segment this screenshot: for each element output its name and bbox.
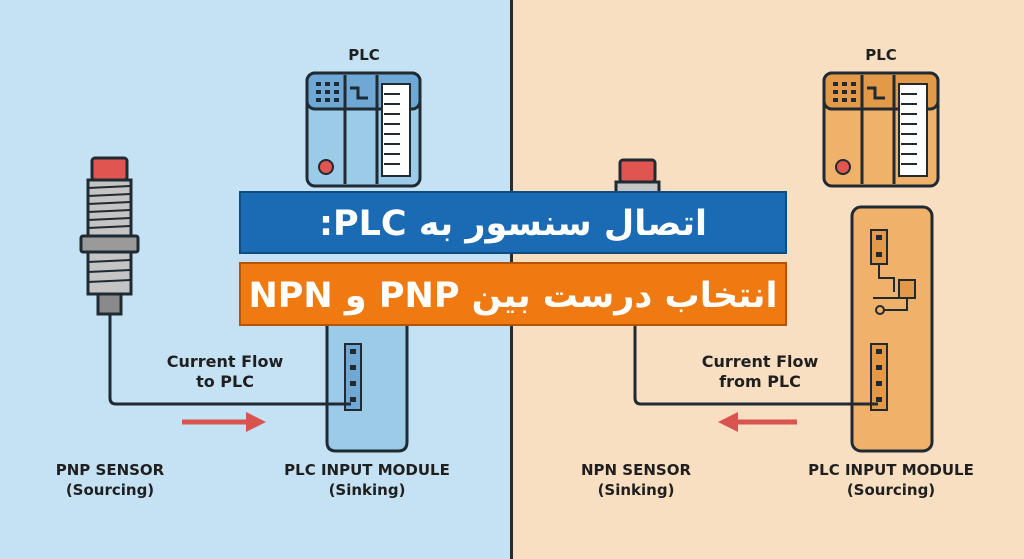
current-flow-label-left: Current Flow to PLC bbox=[150, 352, 300, 392]
plc-input-module-label-left-line1: PLC INPUT MODULE bbox=[284, 461, 450, 479]
title-line-2: انتخاب درست بین PNP و NPN bbox=[239, 262, 787, 326]
pnp-sensor-label-line2: (Sourcing) bbox=[65, 481, 155, 499]
pnp-sensor-label-line1: PNP SENSOR bbox=[55, 461, 165, 479]
plc-input-module-label-left: PLC INPUT MODULE (Sinking) bbox=[262, 460, 472, 500]
plc-input-module-label-right: PLC INPUT MODULE (Sourcing) bbox=[786, 460, 996, 500]
plc-unit-left-icon bbox=[305, 71, 422, 188]
current-flow-label-right-line1: Current Flow bbox=[701, 352, 819, 371]
plc-unit-right-icon bbox=[822, 71, 940, 188]
current-flow-arrow-right-icon bbox=[182, 412, 266, 432]
plc-input-module-label-left-line2: (Sinking) bbox=[328, 481, 406, 499]
npn-sensor-label: NPN SENSOR (Sinking) bbox=[561, 460, 711, 500]
wire-left bbox=[108, 314, 351, 406]
wire-right bbox=[633, 326, 878, 406]
pnp-sensor-label: PNP SENSOR (Sourcing) bbox=[35, 460, 185, 500]
plc-label-left: PLC bbox=[348, 46, 380, 64]
npn-sensor-label-line1: NPN SENSOR bbox=[580, 461, 692, 479]
npn-sensor-label-line2: (Sinking) bbox=[597, 481, 675, 499]
current-flow-label-left-line1: Current Flow bbox=[166, 352, 284, 371]
plc-input-module-label-right-line2: (Sourcing) bbox=[846, 481, 936, 499]
current-flow-label-right-line2: from PLC bbox=[719, 372, 801, 391]
current-flow-label-right: Current Flow from PLC bbox=[680, 352, 840, 392]
title-line-1: اتصال سنسور به PLC: bbox=[239, 191, 787, 254]
plc-input-module-label-right-line1: PLC INPUT MODULE bbox=[808, 461, 974, 479]
pnp-sensor-icon bbox=[79, 156, 140, 316]
plc-label-right: PLC bbox=[865, 46, 897, 64]
current-flow-label-left-line2: to PLC bbox=[196, 372, 254, 391]
plc-input-module-left-icon bbox=[325, 326, 409, 453]
current-flow-arrow-left-icon bbox=[718, 412, 797, 432]
plc-input-module-right-icon bbox=[850, 205, 934, 453]
